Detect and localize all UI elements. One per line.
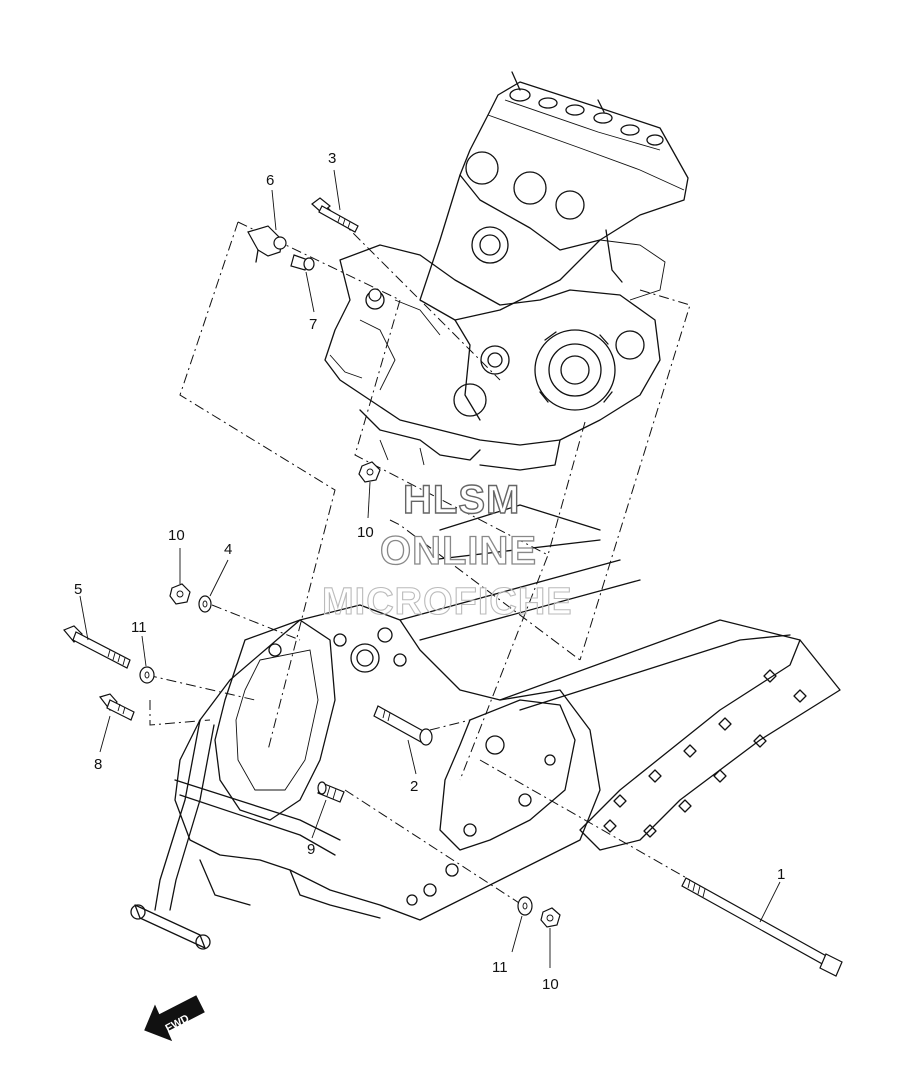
part-5-bolt[interactable] [63,625,131,669]
part-6-bracket[interactable] [247,225,287,263]
callout-2: 2 [410,778,418,795]
part-4-washer[interactable] [198,595,212,613]
forward-arrow-icon: FWD [144,995,205,1042]
callout-8: 8 [94,756,102,773]
part-10-nut-lower[interactable] [540,907,561,928]
watermark: HLSM ONLINE MICROFICHE [321,477,573,623]
parts [63,197,843,977]
callout-10-left: 10 [168,527,185,544]
watermark-line2: ONLINE [380,529,537,573]
callout-9: 9 [307,841,315,858]
callout-3: 3 [328,150,336,167]
part-11-washer-left[interactable] [139,666,155,684]
callout-6: 6 [266,172,274,189]
watermark-line1: HLSM [403,478,520,522]
part-10-nut-left[interactable] [169,583,191,605]
callout-4: 4 [224,541,232,558]
watermark-line3: MICROFICHE [322,581,573,623]
callout-7: 7 [309,316,317,333]
callout-10-upper: 10 [357,524,374,541]
part-1-long-bolt[interactable] [681,877,843,977]
part-3-bolt[interactable] [311,197,359,233]
callout-11-lower: 11 [492,959,508,976]
callout-1: 1 [777,866,785,883]
part-7-stud[interactable] [290,254,315,271]
part-9-stud[interactable] [317,781,345,803]
engine-assembly [324,71,689,471]
frame-assembly [130,504,841,950]
part-2-stud[interactable] [373,705,433,746]
callout-10-lower: 10 [542,976,559,993]
callout-5: 5 [74,581,82,598]
part-11-washer-lower[interactable] [517,896,533,916]
callout-labels: 1 2 3 4 5 6 7 8 9 10 10 10 11 11 [74,150,785,993]
part-8-bolt[interactable] [98,693,135,721]
part-10-nut-upper[interactable] [358,461,381,483]
callout-11-left: 11 [131,619,147,636]
leader-lines [79,169,781,968]
assembly-phantom-lines [146,204,691,911]
